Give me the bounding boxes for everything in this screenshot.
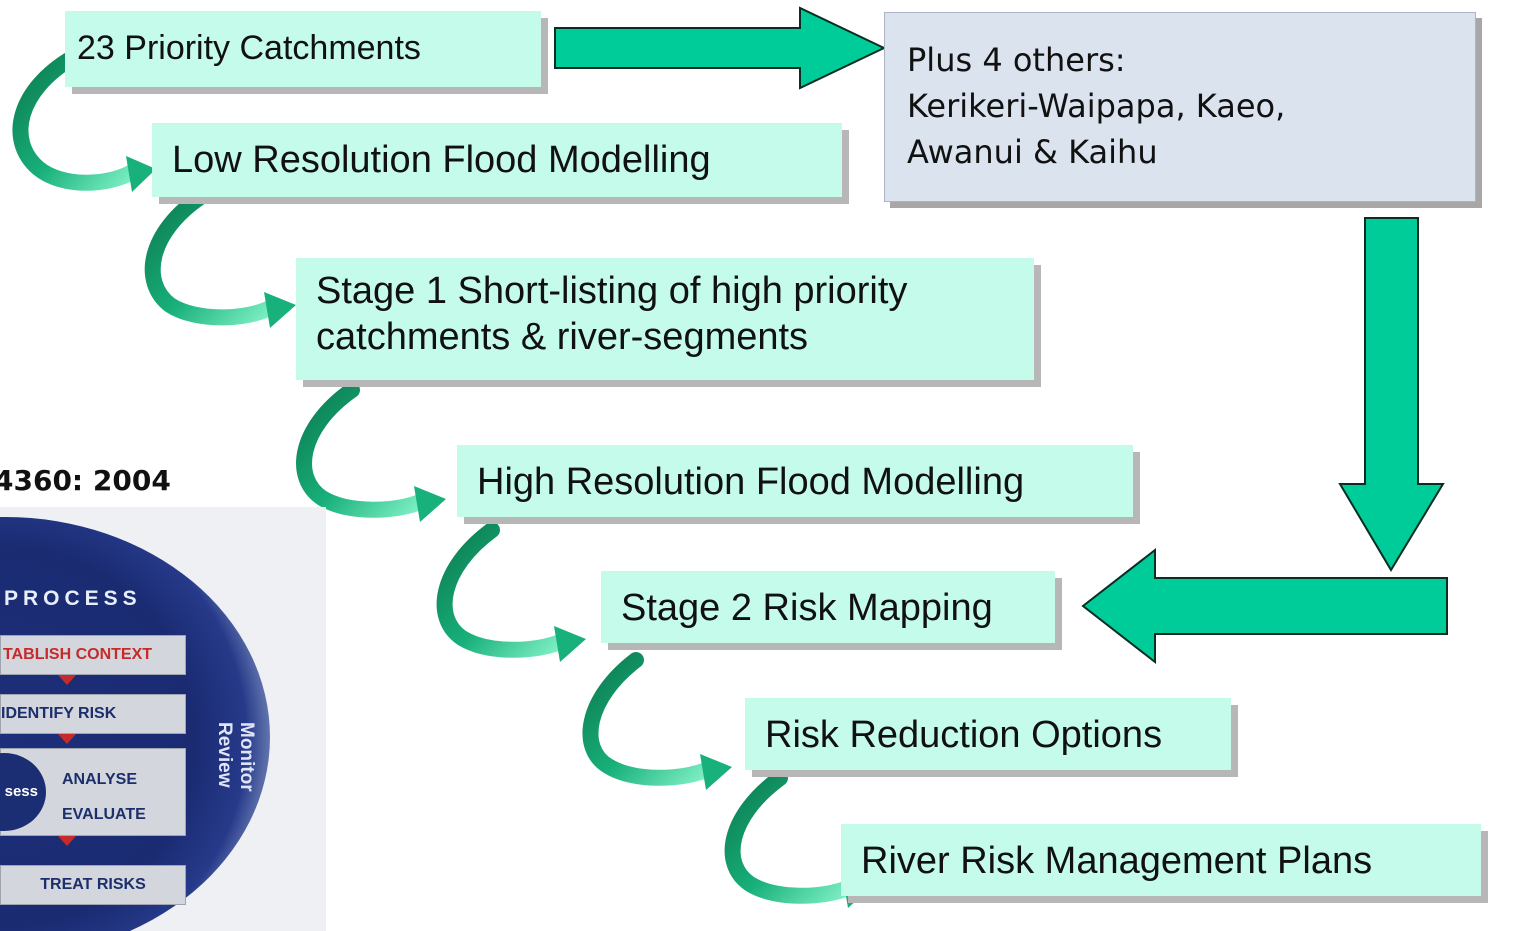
- process-title: PROCESS: [4, 587, 142, 610]
- step-label: River Risk Management Plans: [861, 840, 1373, 882]
- step-label-line2: catchments & river-segments: [316, 316, 809, 358]
- additional-line-1: Plus 4 others:: [907, 41, 1126, 79]
- risk-process-graphic: PROCESS TABLISH CONTEXT IDENTIFY RISK se…: [0, 507, 326, 931]
- down-marker-icon: [58, 675, 76, 685]
- step-low-resolution-modelling: Low Resolution Flood Modelling: [152, 123, 842, 197]
- additional-line-2: Kerikeri-Waipapa, Kaeo,: [907, 87, 1286, 125]
- right-block-arrow: [554, 6, 887, 90]
- step-establish-context: TABLISH CONTEXT: [0, 635, 186, 675]
- curved-arrow-2: [144, 188, 296, 328]
- side-label-review: Review: [214, 722, 235, 788]
- down-block-arrow: [1338, 217, 1445, 572]
- step-evaluate: EVALUATE: [62, 806, 146, 823]
- curved-arrow-5: [582, 652, 732, 790]
- step-stage2-risk-mapping: Stage 2 Risk Mapping: [601, 571, 1055, 643]
- down-marker-icon: [58, 836, 76, 846]
- step-river-risk-management-plans: River Risk Management Plans: [841, 824, 1481, 896]
- step-label: 23 Priority Catchments: [77, 29, 421, 67]
- step-label-line1: Stage 1 Short-listing of high priority: [316, 270, 908, 312]
- curved-arrow-3: [296, 382, 446, 522]
- standard-label: 4360: 2004: [0, 464, 171, 497]
- side-label-monitor: Monitor: [236, 722, 257, 792]
- step-identify-risk: IDENTIFY RISK: [0, 694, 186, 734]
- down-marker-icon: [58, 734, 76, 744]
- additional-catchments-box: Plus 4 others: Kerikeri-Waipapa, Kaeo, A…: [884, 12, 1476, 202]
- step-priority-catchments: 23 Priority Catchments: [65, 11, 541, 87]
- additional-line-3: Awanui & Kaihu: [907, 133, 1158, 171]
- left-block-arrow: [1081, 547, 1448, 665]
- curved-arrow-1: [12, 50, 156, 192]
- step-treat-risks: TREAT RISKS: [0, 865, 186, 905]
- step-high-resolution-modelling: High Resolution Flood Modelling: [457, 445, 1133, 517]
- step-stage1-shortlisting: Stage 1 Short-listing of high priority c…: [296, 258, 1034, 380]
- step-label: Stage 2 Risk Mapping: [621, 587, 993, 629]
- step-risk-reduction-options: Risk Reduction Options: [745, 698, 1231, 770]
- curved-arrow-4: [436, 522, 586, 662]
- step-analyse: ANALYSE: [62, 771, 137, 788]
- step-label: Risk Reduction Options: [765, 714, 1163, 756]
- monitor-review-label: Monitor Review: [205, 722, 257, 832]
- step-label: Low Resolution Flood Modelling: [172, 139, 711, 181]
- step-label: High Resolution Flood Modelling: [477, 461, 1025, 503]
